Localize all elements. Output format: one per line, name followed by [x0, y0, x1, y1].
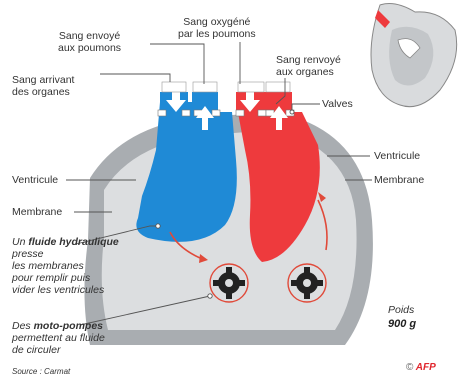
fluid-note-line: vider les ventricules [12, 284, 119, 296]
pump-note-line: de circuler [12, 344, 105, 356]
fluid-note: Un fluide hydraulique presse les membran… [12, 236, 119, 296]
left-moto-pump [210, 264, 248, 302]
label-line: Sang envoyé [58, 30, 121, 42]
label-line: Sang arrivant [12, 74, 74, 86]
label-line: aux poumons [58, 42, 121, 54]
label-sang-renvoye: Sang renvoyé aux organes [276, 54, 341, 78]
fluid-note-line: presse [12, 248, 119, 260]
source-credit: Source : Carmat [12, 366, 70, 378]
copyright-symbol: © [406, 362, 413, 373]
label-line: des organes [12, 86, 74, 98]
heart-thumbnail-icon [371, 4, 457, 107]
label-line: par les poumons [178, 28, 256, 40]
label-membrane-right: Membrane [374, 174, 424, 186]
label-line: Sang oxygéné [178, 16, 256, 28]
afp-logo-text: AFP [416, 362, 436, 373]
weight-label: Poids [388, 304, 414, 316]
right-moto-pump [288, 264, 326, 302]
label-valves: Valves [322, 98, 353, 110]
label-line: Sang renvoyé [276, 54, 341, 66]
label-ventricule-right: Ventricule [374, 150, 420, 162]
pump-note: Des moto-pompes permettent au fluide de … [12, 320, 105, 356]
fluid-note-intro: Un [12, 236, 28, 248]
label-sang-envoye-poumons: Sang envoyé aux poumons [58, 30, 121, 54]
pump-note-intro: Des [12, 320, 34, 332]
tube-stubs [162, 82, 290, 92]
fluid-note-line-1: Un fluide hydraulique [12, 236, 119, 248]
fluid-note-line: les membranes [12, 260, 119, 272]
afp-logo: © AFP [406, 362, 436, 373]
pump-note-bold: moto-pompes [34, 320, 103, 332]
left-ventricle-blue [136, 102, 236, 242]
fluid-note-bold: fluide hydraulique [28, 236, 118, 248]
label-sang-arrivant: Sang arrivant des organes [12, 74, 74, 98]
weight-value: 900 g [388, 318, 416, 330]
pump-note-line: permettent au fluide [12, 332, 105, 344]
label-ventricule-left: Ventricule [12, 174, 58, 186]
label-line: aux organes [276, 66, 341, 78]
label-membrane-left: Membrane [12, 206, 62, 218]
fluid-note-line: pour remplir puis [12, 272, 119, 284]
pump-note-line-1: Des moto-pompes [12, 320, 105, 332]
label-sang-oxygene: Sang oxygéné par les poumons [178, 16, 256, 40]
